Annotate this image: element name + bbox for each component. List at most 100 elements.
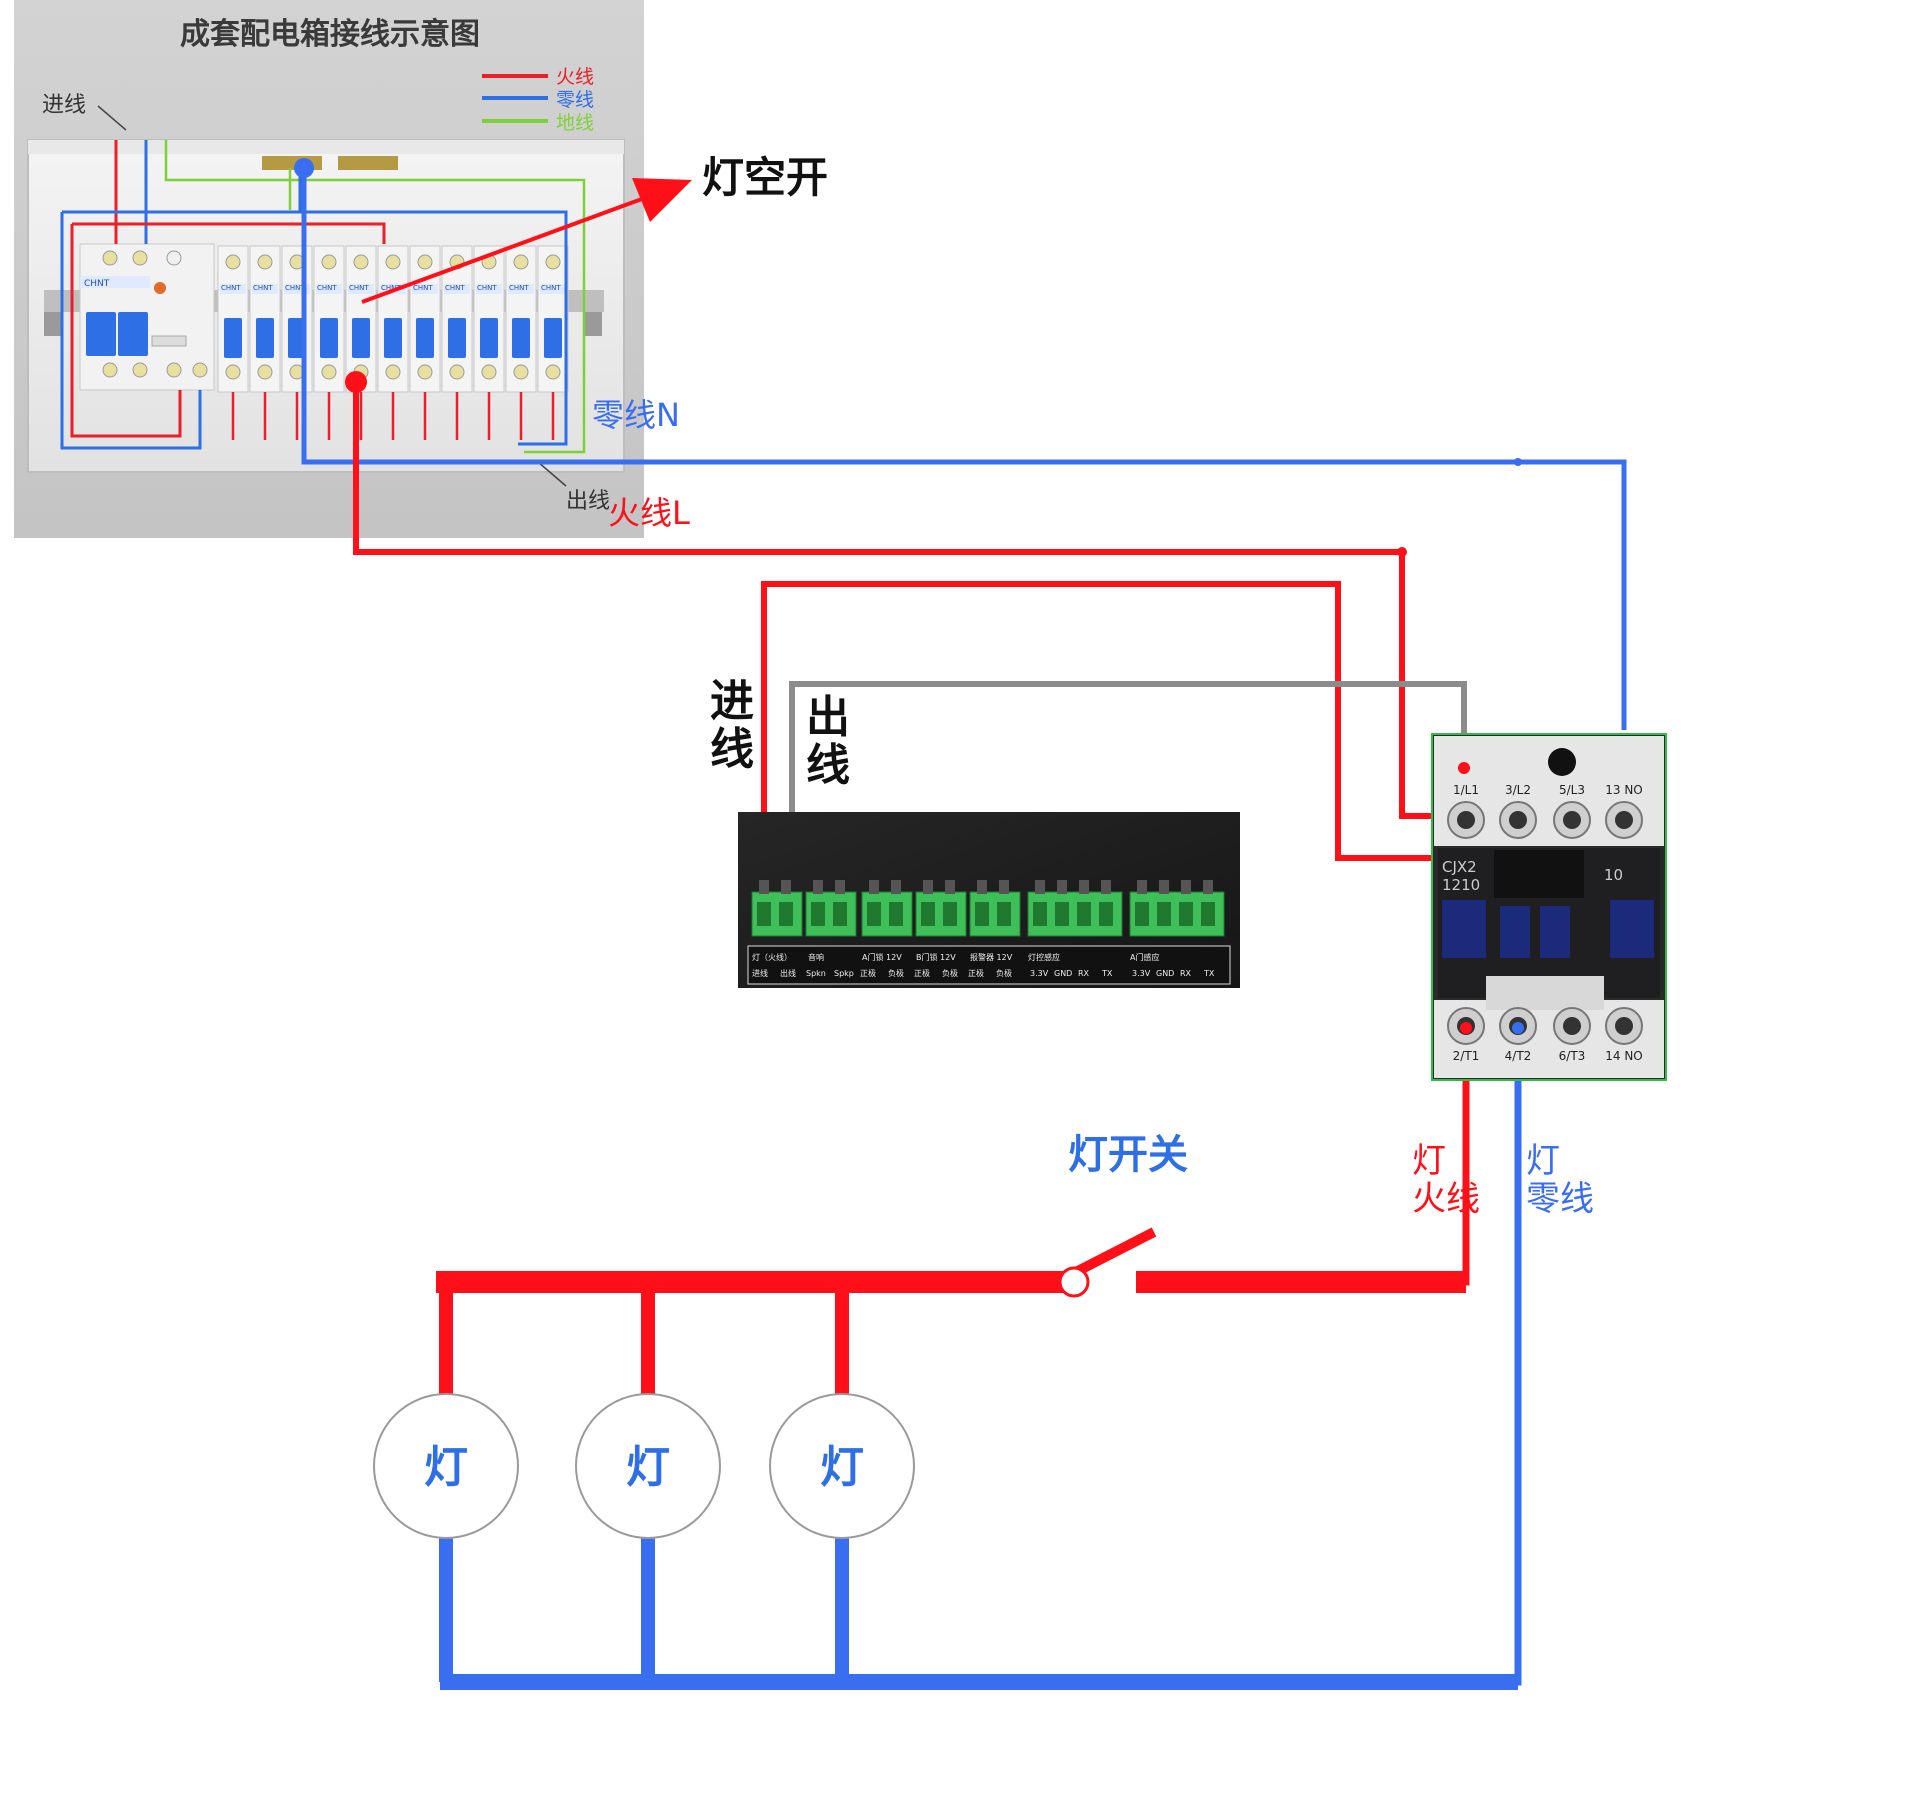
controller-sub-label: RX [1180,969,1192,978]
legend-neutral: 零线 [556,89,594,111]
contactor-bottom-label: 14 NO [1605,1049,1643,1063]
contactor-blue-mid2 [1540,906,1570,958]
terminal-block [751,880,803,937]
contactor-t1-dot [1460,1022,1472,1034]
controller-sub-label: 3.3V [1030,969,1049,978]
branch-breaker: CHNT [281,245,313,440]
branch-brand: CHNT [349,284,369,292]
contactor-blue-right [1610,900,1654,958]
controller-terminals [751,880,1225,937]
neutral-junction-dot [1514,458,1522,466]
lamp-circle [575,1393,721,1539]
controller-sub-label: TX [1101,969,1113,978]
controller-group-label: A门锁 12V [862,952,902,962]
lamp-circle [373,1393,519,1539]
neutral-n-label: 零线N [592,396,680,434]
enclosure-top-rail [28,140,624,154]
lamp-label: 灯 [626,1442,670,1493]
ctrl-out-label: 出 线 [806,692,865,791]
branch-breaker: CHNT [409,245,441,440]
controller-out-wire [789,681,1467,906]
branch-brand: CHNT [541,284,561,292]
terminal-block [805,880,857,937]
contactor-lower-plate [1486,976,1604,1010]
contactor-bottom-terminal: 14 NO [1605,1007,1643,1063]
lamp-neutral-line-1: 灯 [1526,1141,1560,1181]
branch-brand: CHNT [445,284,465,292]
contactor-bottom-label: 4/T2 [1505,1049,1532,1063]
contactor-a1-dot [1458,762,1470,774]
ctrl-in-label: 进 线 [710,676,769,775]
controller-sub-label: 负极 [996,968,1012,978]
controller-group-label: A门感应 [1130,952,1159,962]
contactor-bottom-label: 2/T1 [1453,1049,1480,1063]
branch-breaker: CHNT [313,245,345,440]
contactor-bottom-terminal: 4/T2 [1499,1007,1537,1063]
contactor-top-label: 3/L2 [1505,783,1531,797]
controller-group-label: B门锁 12V [916,952,956,962]
ctrl-out-char-1: 出 [806,692,850,743]
controller-sub-label: 进线 [752,968,768,978]
panel-incoming-label: 进线 [42,93,86,118]
contactor-bottom-terminal: 2/T1 [1447,1007,1485,1063]
contactor-top-label: 13 NO [1605,783,1643,797]
panel-outgoing-label: 出线 [566,489,610,514]
lamp-circle [769,1393,915,1539]
controller-sub-label: GND [1054,969,1072,978]
panel-title: 成套配电箱接线示意图 [180,17,480,52]
controller-sub-label: 3.3V [1132,969,1151,978]
controller-sub-label: RX [1078,969,1090,978]
branch-breaker: CHNT [473,245,505,440]
controller-group-label: 音响 [808,952,824,962]
controller-label-strip [747,945,1231,985]
main-rcd-breaker: CHNT [79,243,215,391]
terminal-block [1027,880,1123,937]
branch-brand: CHNT [317,284,337,292]
lamps: 灯灯灯 [373,1282,1518,1690]
panel-legend: 火线 零线 地线 [482,66,594,134]
branch-brand: CHNT [413,284,433,292]
switch-pivot [1058,1266,1090,1298]
branch-brand: CHNT [381,284,401,292]
neutral-wire-n [301,166,1627,730]
lamp: 灯 [769,1282,915,1682]
branch-breaker: CHNT [505,245,537,440]
controller-sub-label: 负极 [942,968,958,978]
controller-sub-label: Spkp [834,969,854,978]
contactor-top-terminal: 13 NO [1605,783,1643,839]
contactor-blue-left [1442,900,1486,958]
outgoing-pointer [537,461,567,487]
controller-sub-label: GND [1156,969,1174,978]
controller-sub-label: 正极 [860,968,876,978]
lamp-label: 灯 [424,1442,468,1493]
neutral-tap-dot [294,158,314,178]
branch-breaker: CHNT [537,245,569,440]
controller-sub-label: 出线 [780,968,796,978]
legend-live: 火线 [556,66,594,88]
terminal-block [915,880,967,937]
terminal-block [861,880,913,937]
contactor-top-label: 5/L3 [1559,783,1585,797]
lamp: 灯 [575,1282,721,1682]
light-switch-label: 灯开关 [1068,1132,1188,1178]
branch-breaker: CHNT [217,245,249,440]
branch-brand: CHNT [285,284,305,292]
incoming-pointer [97,105,127,131]
live-l-label: 火线L [608,494,690,532]
contactor-top-label: 1/L1 [1453,783,1479,797]
controller-sub-label: TX [1203,969,1215,978]
live-junction-dot [1397,547,1407,557]
distribution-panel: 成套配电箱接线示意图 火线 零线 地线 进线 [14,0,644,538]
controller-group-label: 灯控感应 [1028,952,1060,962]
lamp-neutral-wire [440,1026,1522,1686]
earth-busbar [338,156,398,170]
contactor-top-hole [1548,748,1576,776]
lamp-neutral-label: 灯 零线 [1526,1141,1594,1219]
rcd-brand: CHNT [84,279,110,289]
live-tap-dot [345,371,367,393]
